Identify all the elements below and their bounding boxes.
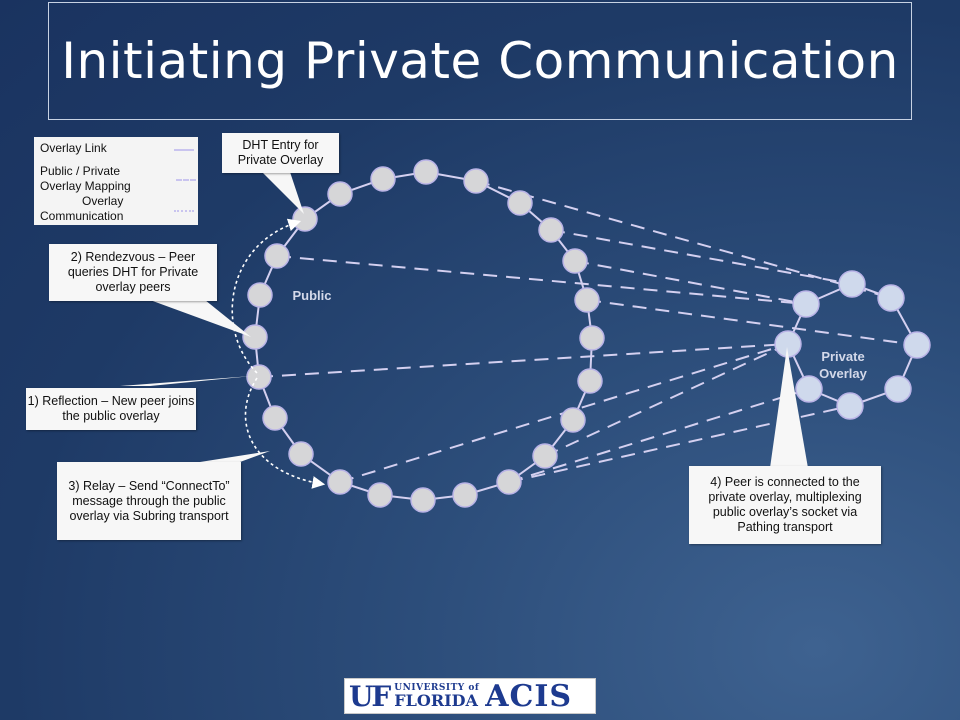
ring-node <box>413 159 439 185</box>
mapping-line <box>508 405 851 483</box>
mapping-lines <box>258 180 918 483</box>
legend-comm-label-1: Overlay <box>82 194 124 208</box>
ring-node <box>532 443 558 469</box>
ring-node <box>838 270 866 298</box>
callout-relay: 3) Relay – Send “ConnectTo” message thro… <box>57 462 241 540</box>
callout-pointers <box>120 172 808 468</box>
legend-comm-label-2: Communication <box>40 209 124 223</box>
private-ring-label-1: Private <box>821 349 864 364</box>
ring-node <box>292 206 318 232</box>
mapping-line <box>258 343 789 378</box>
public-ring <box>242 159 605 513</box>
ring-node <box>792 290 820 318</box>
ring-node <box>410 487 436 513</box>
legend: Overlay Link Public / Private Overlay Ma… <box>34 137 198 225</box>
ring-node <box>370 166 396 192</box>
legend-overlay-link-swatch <box>174 149 194 151</box>
uf-acis-logo: UF UNIVERSITY of FLORIDA ACIS <box>344 678 596 714</box>
ring-node <box>242 324 268 350</box>
legend-overlay-link-label: Overlay Link <box>40 141 107 155</box>
ring-node <box>877 284 905 312</box>
ring-node <box>262 405 288 431</box>
mapping-line <box>550 229 853 285</box>
ring-node <box>562 248 588 274</box>
public-ring-label: Public <box>292 288 331 303</box>
callout-dht-entry: DHT Entry for Private Overlay <box>222 133 339 173</box>
mapping-line <box>276 255 807 305</box>
reflection-pointer <box>120 376 252 386</box>
private-ring-label-2: Overlay <box>819 366 867 381</box>
mapping-line <box>586 299 918 346</box>
legend-mapping-label-1: Public / Private <box>40 164 121 178</box>
ring-node <box>463 168 489 194</box>
relay-arrow <box>244 377 326 489</box>
ring-node <box>288 441 314 467</box>
ring-node <box>795 375 823 403</box>
ring-node <box>264 243 290 269</box>
legend-mapping-label-2: Overlay Mapping <box>40 179 131 193</box>
callout-peer-connected: 4) Peer is connected to the private over… <box>689 466 881 544</box>
ring-node <box>246 364 272 390</box>
logo-university: UNIVERSITY of FLORIDA <box>394 682 480 710</box>
logo-uf: UF <box>349 679 391 713</box>
ring-node <box>247 282 273 308</box>
logo-acis: ACIS <box>485 678 573 714</box>
ring-node <box>507 190 533 216</box>
peer-pointer <box>770 347 808 468</box>
ring-node <box>579 325 605 351</box>
ring-node <box>903 331 931 359</box>
mapping-line <box>508 388 810 483</box>
ring-node <box>538 217 564 243</box>
ring-node <box>327 181 353 207</box>
communication-arrows <box>231 218 326 489</box>
slide-title: Initiating Private Communication <box>61 32 899 90</box>
mapping-line <box>475 180 892 299</box>
legend-comm-swatch <box>174 210 194 212</box>
private-ring <box>774 270 931 420</box>
ring-node <box>574 287 600 313</box>
callout-rendezvous: 2) Rendezvous – Peer queries DHT for Pri… <box>49 244 217 301</box>
ring-node <box>496 469 522 495</box>
ring-node <box>577 368 603 394</box>
ring-node <box>836 392 864 420</box>
ring-node <box>327 469 353 495</box>
dht-pointer <box>262 172 304 214</box>
rendezvous-pointer <box>150 300 251 337</box>
mapping-line <box>574 260 807 305</box>
ring-node <box>884 375 912 403</box>
ring-node <box>560 407 586 433</box>
legend-mapping-swatch <box>176 179 196 181</box>
title-frame: Initiating Private Communication <box>48 2 912 120</box>
ring-node <box>452 482 478 508</box>
callout-reflection: 1) Reflection – New peer joins the publi… <box>26 388 196 430</box>
ring-node <box>367 482 393 508</box>
relay-pointer <box>200 451 270 462</box>
